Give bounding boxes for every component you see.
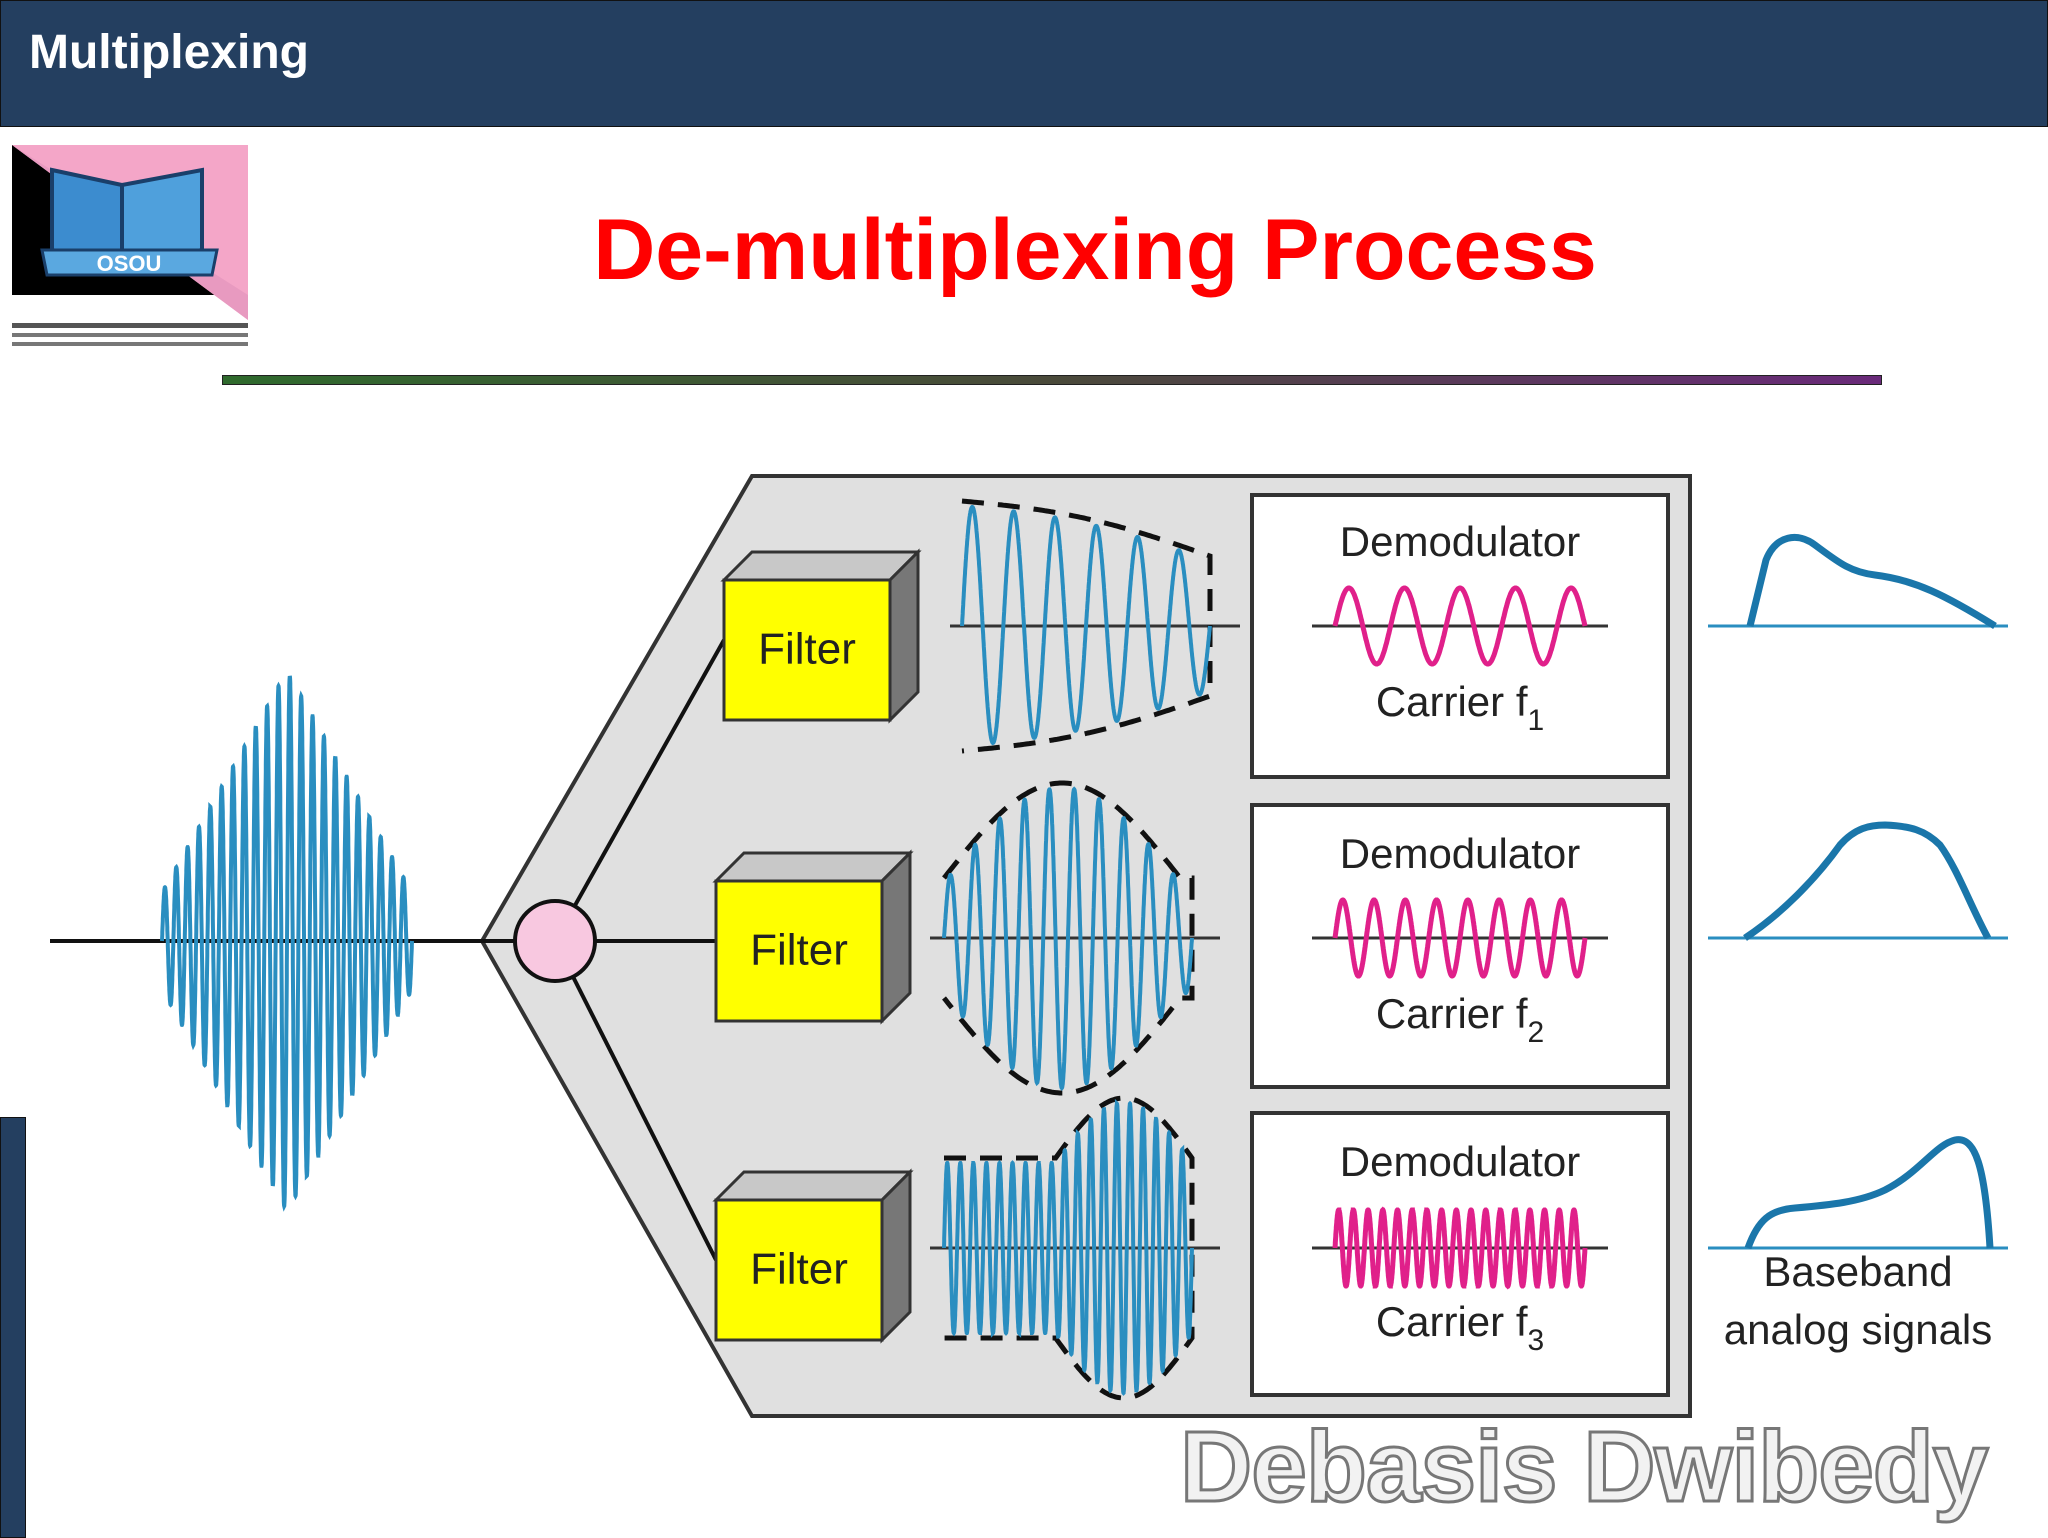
splitter-node <box>513 899 597 983</box>
demodulator-title-2: Demodulator <box>1340 830 1580 877</box>
filter-label-3: Filter <box>750 1245 848 1294</box>
demodulator-box-1: Demodulator Carrier f1 <box>1250 493 1670 779</box>
carrier-label-3: Carrier f3 <box>1376 1298 1544 1357</box>
filtered-signal-3 <box>942 1098 1194 1396</box>
header-title: Multiplexing <box>29 26 309 79</box>
baseband-signal-1 <box>1746 534 1997 629</box>
carrier-wave-2 <box>1332 897 1588 979</box>
title-divider <box>222 375 1882 385</box>
filter-label-1: Filter <box>758 625 856 674</box>
baseband-signal-3 <box>1744 1136 1994 1250</box>
baseband-signal-2 <box>1743 821 1992 941</box>
demodulator-title-3: Demodulator <box>1340 1138 1580 1185</box>
baseband-label-line1: Baseband <box>1763 1248 1952 1295</box>
demux-diagram: Filter Filter Filter Demodulator Carrier… <box>50 474 2008 1418</box>
slide-title: De-multiplexing Process <box>593 202 1597 298</box>
carrier-label-2: Carrier f2 <box>1376 990 1544 1049</box>
branch-line-bottom <box>553 940 718 1261</box>
filter-box-1: Filter <box>720 548 922 724</box>
demodulator-box-3: Demodulator Carrier f3 <box>1250 1111 1670 1397</box>
university-logo: OSOU <box>12 145 248 346</box>
demodulator-title-1: Demodulator <box>1340 518 1580 565</box>
filter-box-3: Filter <box>712 1168 914 1344</box>
header-bar: Multiplexing <box>0 0 2048 127</box>
carrier-wave-3 <box>1332 1206 1588 1290</box>
branch-line-top <box>553 639 726 942</box>
carrier-label-1: Carrier f1 <box>1376 678 1544 737</box>
filtered-signal-1 <box>960 505 1212 746</box>
left-accent-bar <box>0 1117 26 1538</box>
logo-text: OSOU <box>97 251 162 276</box>
input-composite-signal <box>160 675 414 1212</box>
filtered-signal-2 <box>942 786 1194 1091</box>
envelope-outline-2 <box>942 780 1195 1096</box>
filter-box-2: Filter <box>712 849 914 1025</box>
author-watermark: Debasis Dwibedy <box>1179 1410 1991 1525</box>
carrier-wave-1 <box>1332 585 1588 667</box>
filter-label-2: Filter <box>750 926 848 975</box>
envelope-outline-3 <box>944 1095 1195 1401</box>
baseband-label-line2: analog signals <box>1724 1306 1993 1353</box>
demodulator-box-2: Demodulator Carrier f2 <box>1250 803 1670 1089</box>
